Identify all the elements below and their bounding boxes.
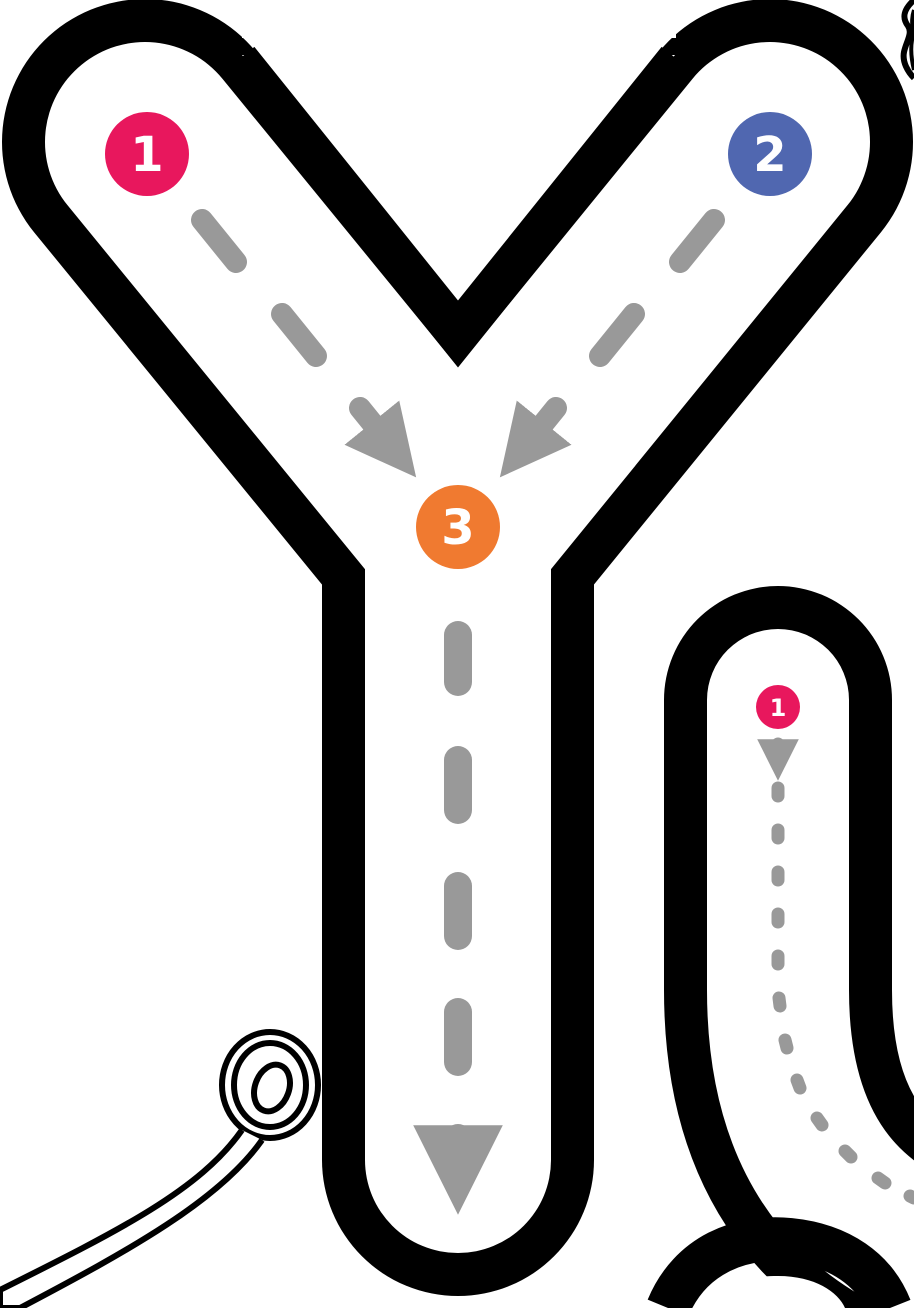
svg-text:2: 2 — [753, 127, 786, 183]
step-badge-2: 2 — [728, 112, 812, 196]
step-badge-1: 1 — [105, 112, 189, 196]
step-badge-j-1: 1 — [756, 685, 800, 729]
top-cover — [242, 0, 676, 38]
letter-j: 1 — [668, 685, 914, 1308]
ribbon-icon — [904, 0, 914, 78]
balloon-icon — [0, 1032, 318, 1308]
svg-text:1: 1 — [130, 127, 163, 183]
svg-text:1: 1 — [770, 694, 787, 722]
step-badge-3: 3 — [416, 485, 500, 569]
letter-j-fill — [778, 700, 914, 1270]
svg-text:3: 3 — [441, 500, 474, 556]
